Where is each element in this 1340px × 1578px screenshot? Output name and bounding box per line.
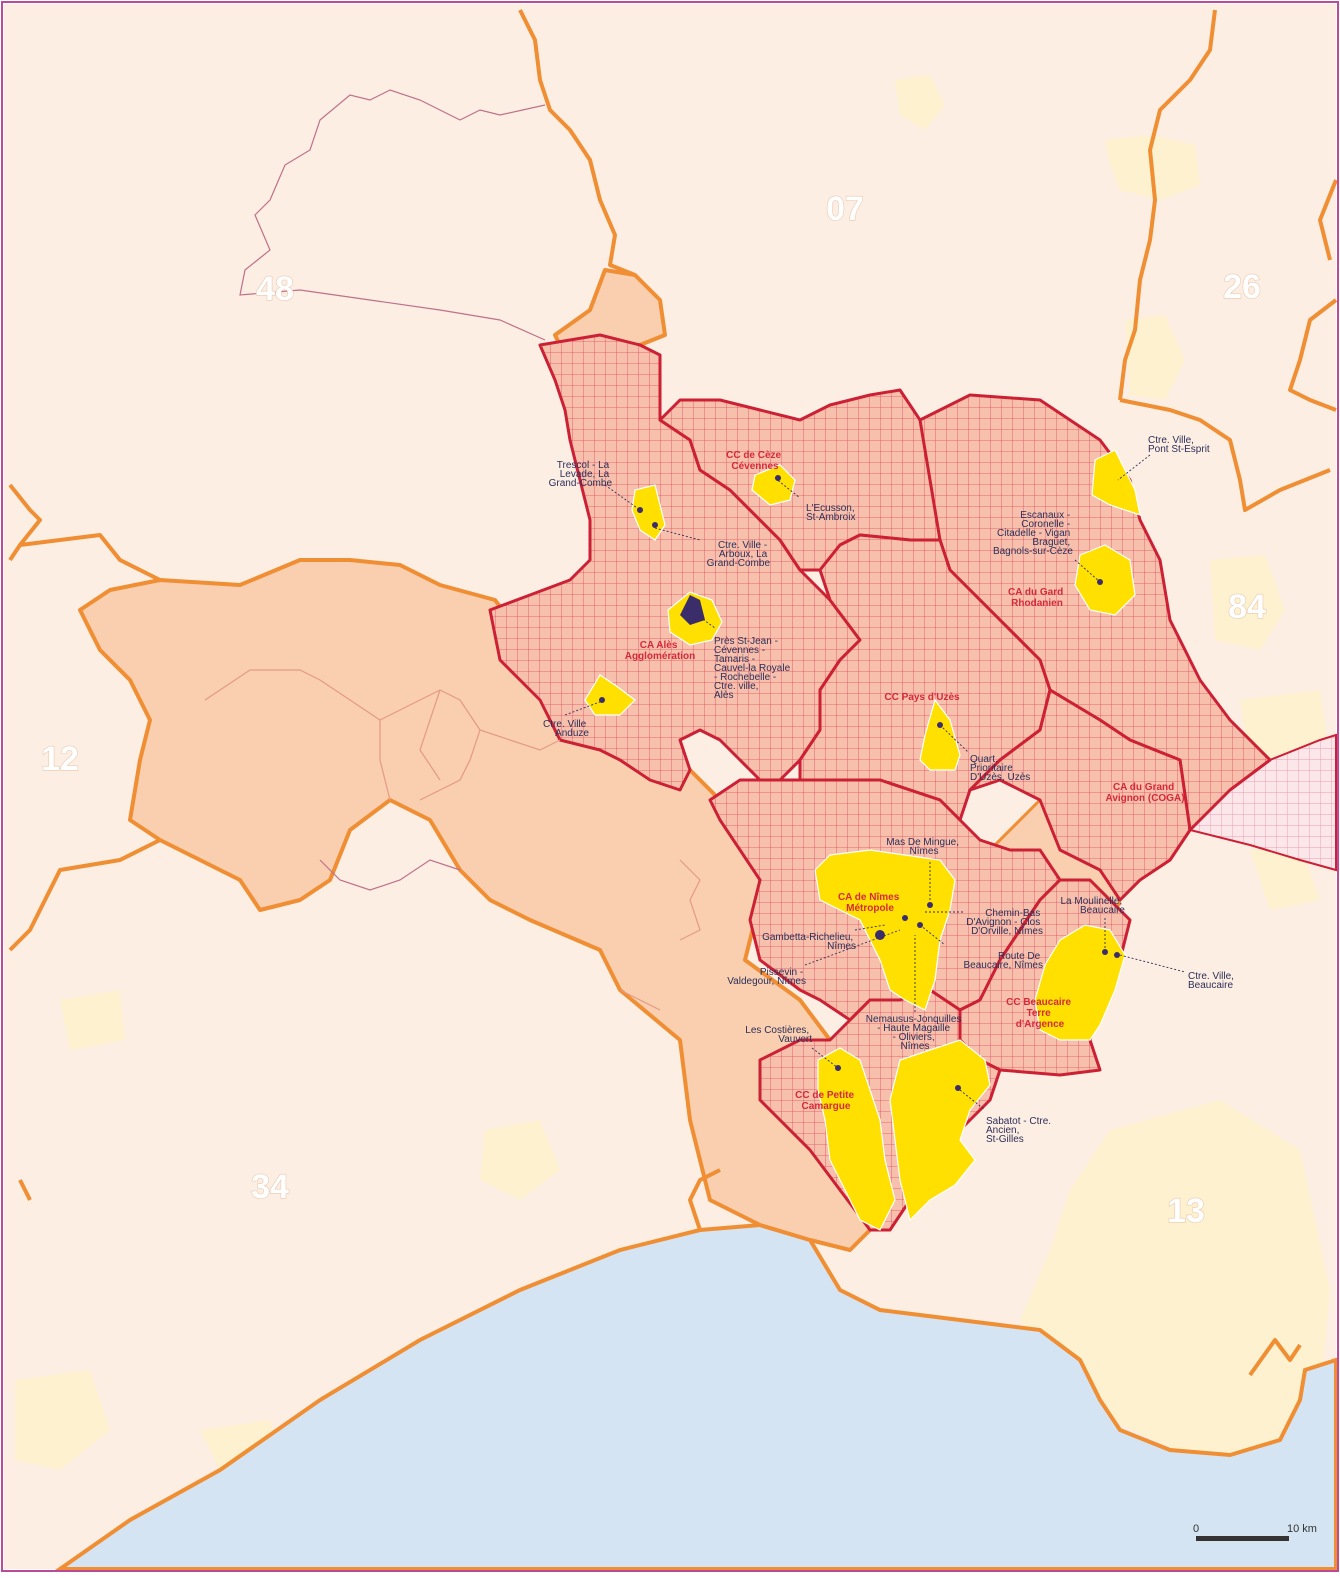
- scale-bar-line: [1196, 1536, 1289, 1541]
- qpv-bagnols: [1074, 544, 1136, 616]
- scale-start-label: 0: [1193, 1523, 1199, 1535]
- dept-label-26: 26: [1223, 268, 1261, 306]
- territory-grand-avignon: [968, 688, 1192, 902]
- district-label-moulinelle: La Moulinelle, Beaucaire: [1061, 896, 1126, 916]
- epci-label-uzes: CC Pays d'Uzès: [884, 692, 960, 703]
- department-labels: 48 07 26 84 12 34 13: [40, 189, 1266, 1230]
- epci-label-nimes: CA de Nîmes Métropole: [838, 892, 902, 914]
- qpv-st-gilles: [889, 1039, 991, 1222]
- district-label-bagnols: Escanaux - Coronelle - Citadelle - Vigan…: [993, 510, 1073, 557]
- district-labels: Trescol - La Levade, La Grand-Combe Ctre…: [543, 435, 1237, 1145]
- district-label-nemausus: Nemausus-Jonquilles - Haute Magaille - O…: [866, 1014, 964, 1052]
- scale-bar: 0 10 km: [1193, 1523, 1317, 1541]
- district-label-uzes: Quart. Prioritaire D'Uzès, Uzès: [970, 754, 1030, 783]
- district-label-gambetta: Gambetta-Richelieu, Nîmes: [762, 932, 856, 952]
- district-label-route-beaucaire: Route De Beaucaire, Nîmes: [964, 951, 1043, 971]
- epci-label-ceze: CC de Cèze Cévennes: [726, 450, 784, 472]
- district-label-chemin-bas: Chemin-Bas D'Avignon - Clos D'Orville, N…: [966, 908, 1043, 937]
- district-label-ctre-beaucaire: Ctre. Ville, Beaucaire: [1188, 971, 1237, 991]
- internal-borders: [204, 669, 701, 1011]
- epci-label-grand-avignon: CA du Grand Avignon (COGA): [1105, 782, 1184, 804]
- district-label-pissevin: Pissevin - Valdegour, Nîmes: [727, 967, 806, 987]
- district-label-tresca: Trescol - La Levade, La Grand-Combe: [549, 460, 613, 489]
- qpv-pont-st-esprit: [1091, 449, 1141, 516]
- district-label-mas-de-mingue: Mas De Mingue, Nîmes: [886, 837, 962, 857]
- dept-label-84: 84: [1228, 588, 1266, 626]
- district-label-sabatot: Sabatot - Ctre. Ancien, St-Gilles: [986, 1116, 1054, 1145]
- district-label-ctre-grand-combe: Ctre. Ville - Arboux, La Grand-Combe: [707, 540, 771, 569]
- epci-label-ales: CA Alès Agglomération: [625, 640, 696, 662]
- dept-label-07: 07: [826, 190, 864, 228]
- department-borders: [8, 9, 1338, 1377]
- epci-label-petite-camargue: CC de Petite Camargue: [795, 1090, 857, 1112]
- qpv-anduze: [584, 674, 636, 716]
- dept-label-34: 34: [251, 1168, 289, 1206]
- qpv-zones: [584, 449, 1141, 1231]
- district-label-ales: Près St-Jean - Cévennes - Tamaris - Cauv…: [714, 636, 793, 701]
- district-label-pont-st-esprit: Ctre. Ville, Pont St-Esprit: [1148, 435, 1210, 455]
- dept-label-13: 13: [1167, 1192, 1205, 1230]
- district-label-ecusson: L'Ecusson, St-Ambroix: [806, 503, 857, 523]
- qpv-nimes: [814, 849, 956, 1011]
- qpv-uzes: [919, 698, 961, 771]
- sea: [53, 1222, 1338, 1571]
- district-label-anduze: Ctre. Ville Anduze: [543, 719, 589, 739]
- dept-label-48: 48: [256, 270, 294, 308]
- qpv-dots: [599, 475, 1120, 1091]
- qpv-beaucaire: [1034, 924, 1126, 1041]
- lozere-border: [239, 89, 546, 891]
- epci-label-gard-rhodanien: CA du Gard Rhodanien: [1008, 587, 1066, 609]
- qpv-vauvert: [817, 1047, 896, 1231]
- qpv-ceze: [751, 464, 796, 506]
- district-label-costieres: Les Costières, Vauvert: [745, 1025, 812, 1045]
- epci-label-beaucaire: CC Beaucaire Terre d'Argence: [1006, 997, 1074, 1030]
- scale-end-label: 10 km: [1287, 1523, 1317, 1535]
- dept-label-12: 12: [41, 740, 79, 778]
- epci-labels: CC de Cèze Cévennes CA du Gard Rhodanien…: [625, 450, 1185, 1112]
